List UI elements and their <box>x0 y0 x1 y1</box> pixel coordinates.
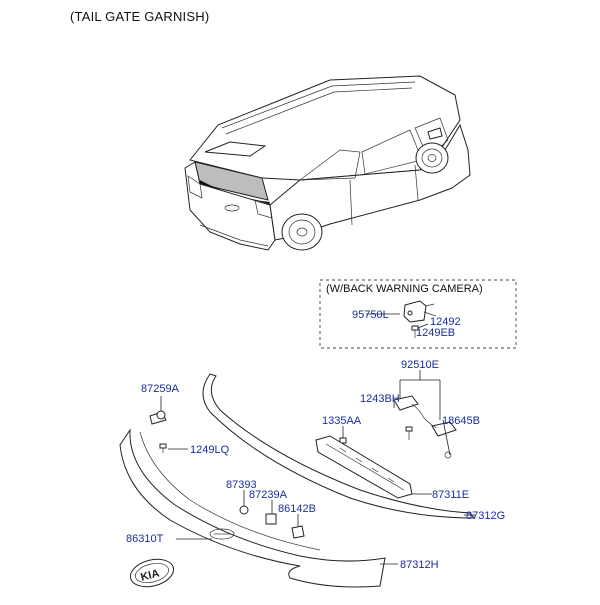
vehicle-illustration <box>184 75 471 251</box>
label-18645B: 18645B <box>442 415 480 427</box>
garnish-inner-87312G <box>202 373 476 519</box>
leader-lines <box>160 370 476 565</box>
label-87239A: 87239A <box>249 489 288 501</box>
kia-emblem-86310T: KIA <box>129 558 175 588</box>
label-92510E: 92510E <box>401 359 439 371</box>
diagram-title: (TAIL GATE GARNISH) <box>70 9 210 24</box>
label-87259A: 87259A <box>141 383 180 395</box>
label-86310T: 86310T <box>126 533 164 545</box>
camera-box-title: (W/BACK WARNING CAMERA) <box>326 283 483 295</box>
label-1335AA: 1335AA <box>322 415 362 427</box>
label-1249EB: 1249EB <box>416 327 455 339</box>
label-87312H: 87312H <box>400 559 439 571</box>
label-87311E: 87311E <box>432 489 469 501</box>
label-87312G: 87312G <box>466 510 505 522</box>
label-86142B: 86142B <box>278 503 316 515</box>
camera-option-box: (W/BACK WARNING CAMERA) 95750L 12492 124… <box>319 279 517 349</box>
label-87393: 87393 <box>226 479 257 491</box>
small-parts <box>156 410 413 539</box>
garnish-outer-87312H <box>119 411 386 588</box>
label-1249LQ: 1249LQ <box>190 444 230 456</box>
label-95750L: 95750L <box>352 309 389 321</box>
label-1243BH: 1243BH <box>360 393 400 405</box>
label-12492: 12492 <box>430 316 461 328</box>
emblem-lettering: KIA <box>139 567 160 583</box>
